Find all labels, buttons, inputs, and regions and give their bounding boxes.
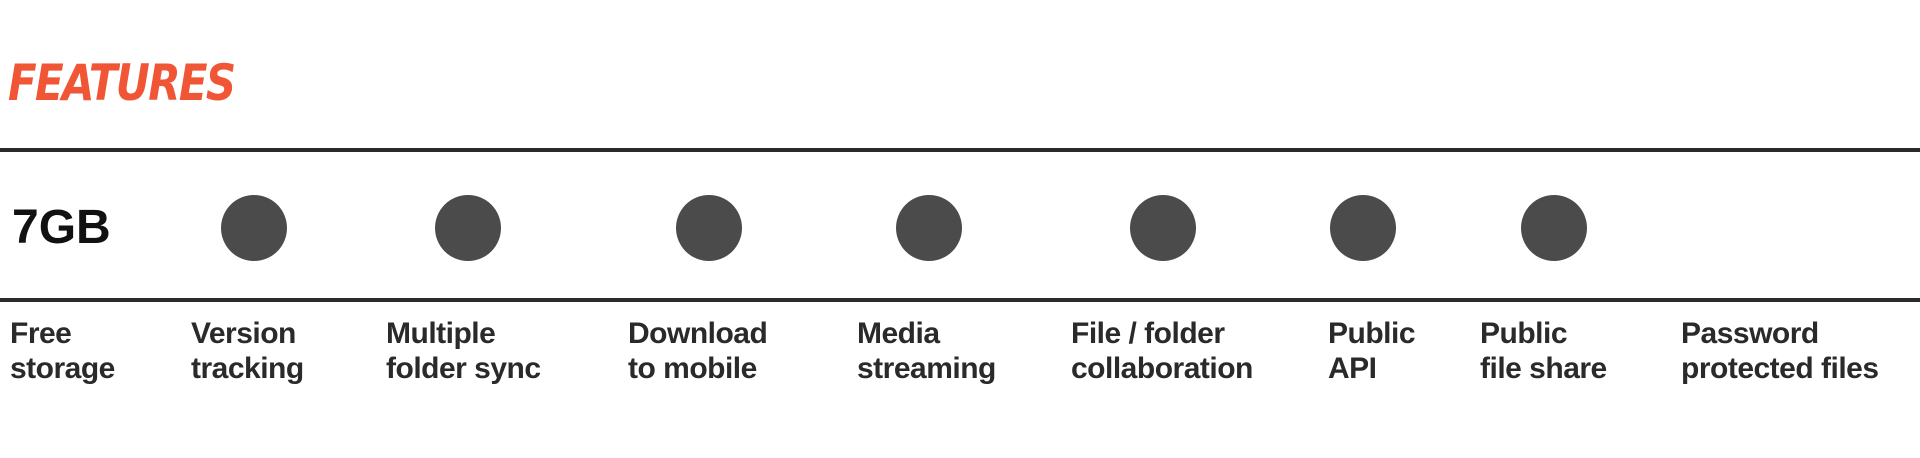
bottom-divider [0, 298, 1920, 302]
public-api-indicator [1330, 195, 1396, 261]
features-heading: FEATURES [8, 54, 236, 112]
feature-label-public-api: Public API [1328, 317, 1416, 385]
media-streaming-indicator [896, 195, 962, 261]
feature-label-version-tracking: Version tracking [191, 317, 304, 385]
multiple-folder-sync-indicator [435, 195, 501, 261]
top-divider [0, 148, 1920, 152]
feature-label-file-folder-collaboration: File / folder collaboration [1071, 317, 1253, 385]
public-file-share-indicator [1521, 195, 1587, 261]
feature-label-download-to-mobile: Download to mobile [628, 317, 768, 385]
feature-label-multiple-folder-sync: Multiple folder sync [386, 317, 541, 385]
feature-label-password-protected-files: Password protected files [1681, 317, 1879, 385]
feature-label-media-streaming: Media streaming [857, 317, 996, 385]
file-folder-collaboration-indicator [1130, 195, 1196, 261]
download-to-mobile-indicator [676, 195, 742, 261]
feature-label-free-storage: Free storage [10, 317, 115, 385]
version-tracking-indicator [221, 195, 287, 261]
feature-label-public-file-share: Public file share [1480, 317, 1607, 385]
free-storage-value: 7GB [12, 201, 111, 254]
